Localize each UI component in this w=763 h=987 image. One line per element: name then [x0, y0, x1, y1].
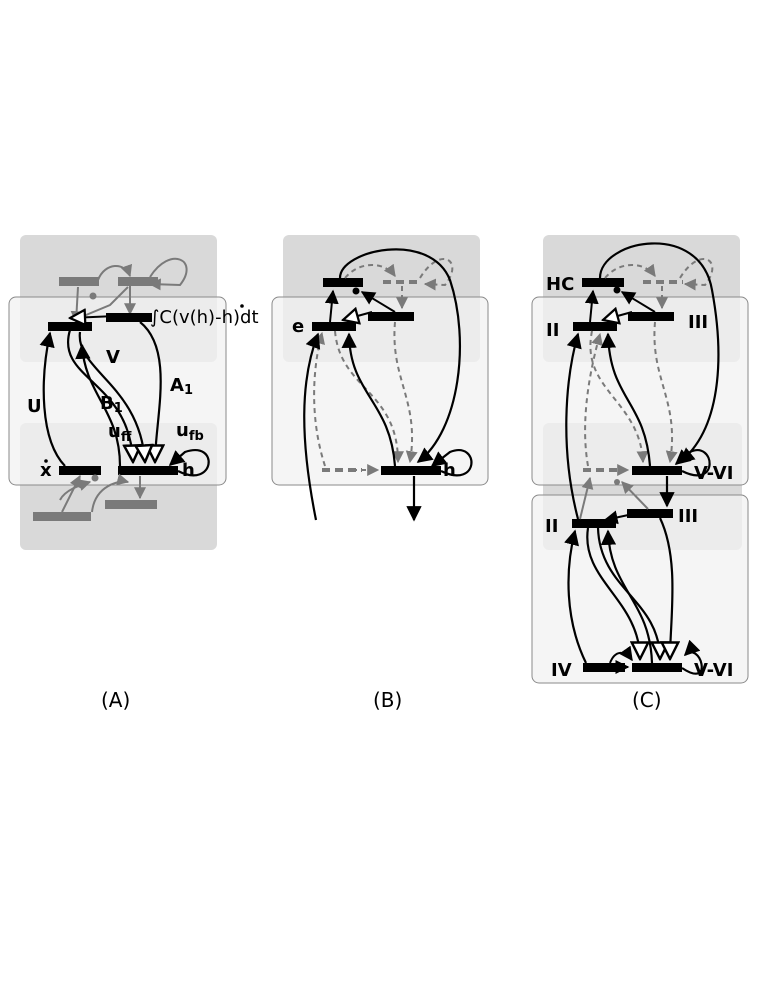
gray-node [118, 277, 158, 286]
caption-c: (C) [632, 688, 662, 712]
label-v: V [106, 347, 120, 368]
node-ii-top [573, 322, 617, 331]
node-iii-top [628, 312, 674, 321]
arrow-hc-loop [598, 242, 720, 463]
label-u: U [27, 396, 42, 417]
svg-text:∫C(v(h)-h)dt: ∫C(v(h)-h)dt [150, 307, 259, 328]
svg-text:ufb: ufb [176, 420, 204, 444]
caption-a: (A) [101, 688, 130, 712]
label-iii-mid: III [678, 506, 698, 527]
arrow-v [75, 343, 122, 467]
gray-node [105, 500, 157, 509]
integral-suffix: )dt [233, 307, 259, 328]
label-hc: HC [546, 274, 574, 295]
label-ufb: u [176, 420, 189, 441]
svg-text:A1: A1 [170, 375, 193, 398]
label-uff: u [108, 421, 121, 442]
label-b1-sub: 1 [114, 401, 123, 416]
label-ufb-sub: fb [189, 429, 204, 444]
node-xdot [59, 466, 101, 475]
node-hc [582, 278, 624, 287]
node-v-vi-mid [632, 466, 682, 475]
integral-hdot: h [222, 307, 233, 328]
label-ii-mid: II [545, 516, 558, 537]
gray-node [33, 512, 91, 521]
arrow-ufb-loop [168, 449, 210, 477]
node-a-upper-right [106, 313, 152, 322]
label-iii-top: III [688, 312, 708, 333]
arrow-input [303, 332, 321, 521]
node-a-upper-left [48, 322, 92, 331]
label-a1: A [170, 375, 184, 396]
panel-a: ∫C(v(h)-h)dt U V B1 A1 uff ufb x h (A) [8, 235, 259, 712]
arrow-b-top-loop [338, 248, 462, 463]
arrow-a1 [139, 321, 161, 462]
label-v-vi-bottom: V-VI [694, 660, 733, 681]
panel-b-main-box [271, 296, 489, 486]
label-b-h: h [443, 460, 456, 481]
label-b1: B [100, 393, 114, 414]
panel-c-bottom-box [531, 494, 749, 684]
node-b-h [381, 466, 441, 475]
node-h [118, 466, 178, 475]
label-h: h [182, 460, 195, 481]
arrow-u [39, 331, 66, 467]
label-e: e [292, 316, 304, 337]
node-e [312, 322, 356, 331]
label-iv: IV [551, 660, 572, 681]
node-ii-mid [572, 519, 616, 528]
arrow-uff [78, 331, 145, 462]
arrow-b1 [67, 329, 133, 462]
svg-text:uff: uff [108, 421, 132, 445]
node-b-top [323, 278, 363, 287]
node-b-right [368, 312, 414, 321]
svg-text:B1: B1 [100, 393, 123, 416]
node-v-vi-bottom [632, 663, 682, 672]
arrow-b-h-up [341, 332, 397, 467]
label-v-vi-mid: V-VI [694, 463, 733, 484]
node-iv [583, 663, 625, 672]
node-iii-mid [627, 509, 673, 518]
label-xdot: x [40, 460, 52, 481]
caption-b: (B) [373, 688, 402, 712]
label-a1-sub: 1 [184, 383, 193, 398]
gray-node [59, 277, 99, 286]
panel-b: e h (B) [271, 235, 489, 712]
panel-c: HC II III V-VI II III IV V-VI (C) [531, 235, 749, 712]
label-uff-sub: ff [121, 430, 132, 445]
label-ii-top: II [546, 320, 559, 341]
arrow-iv-up [564, 529, 587, 664]
integral-prefix: ∫C(v(h)- [150, 307, 222, 328]
